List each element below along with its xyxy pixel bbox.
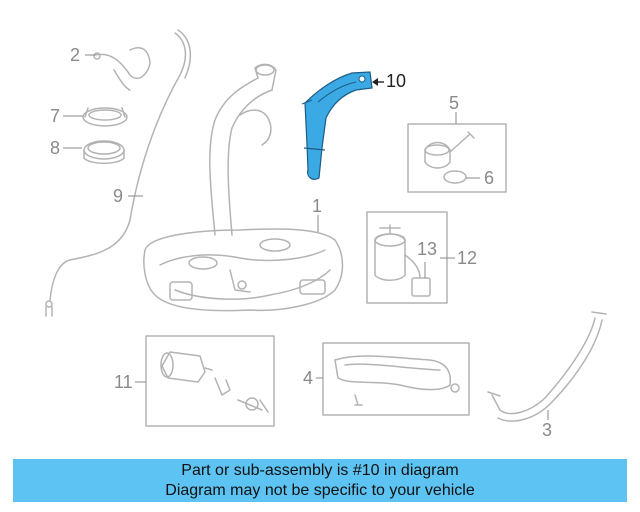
strap-part-3 xyxy=(491,317,596,415)
box-part-4 xyxy=(322,342,470,416)
filler-neck xyxy=(209,77,259,236)
fuel-tank-part-1 xyxy=(143,228,344,312)
callout-6: 6 xyxy=(484,168,495,188)
box-part-5 xyxy=(407,123,507,193)
callout-12: 12 xyxy=(457,248,478,268)
callout-1: 1 xyxy=(312,196,323,216)
callout-5: 5 xyxy=(449,93,460,113)
banner-line-2: Diagram may not be specific to your vehi… xyxy=(165,482,475,499)
callout-7: 7 xyxy=(50,106,61,126)
highlighted-part-10 xyxy=(301,71,373,180)
box-part-11 xyxy=(145,335,275,427)
callout-9: 9 xyxy=(113,186,124,206)
callout-2: 2 xyxy=(70,45,81,65)
fuel-line-part-9 xyxy=(49,32,187,301)
parts-diagram xyxy=(45,29,607,427)
callout-13: 13 xyxy=(417,239,438,259)
callout-8: 8 xyxy=(50,138,61,158)
vent-hose-part-2 xyxy=(94,47,151,80)
info-banner: Part or sub-assembly is #10 in diagram D… xyxy=(13,459,627,502)
callout-10: 10 xyxy=(386,71,407,91)
seal-part-8 xyxy=(83,140,125,160)
callout-3: 3 xyxy=(542,420,553,440)
callout-11: 11 xyxy=(114,372,133,392)
banner-line-1: Part or sub-assembly is #10 in diagram xyxy=(181,462,459,479)
callout-4: 4 xyxy=(303,368,314,388)
lock-ring-part-7 xyxy=(82,107,128,127)
